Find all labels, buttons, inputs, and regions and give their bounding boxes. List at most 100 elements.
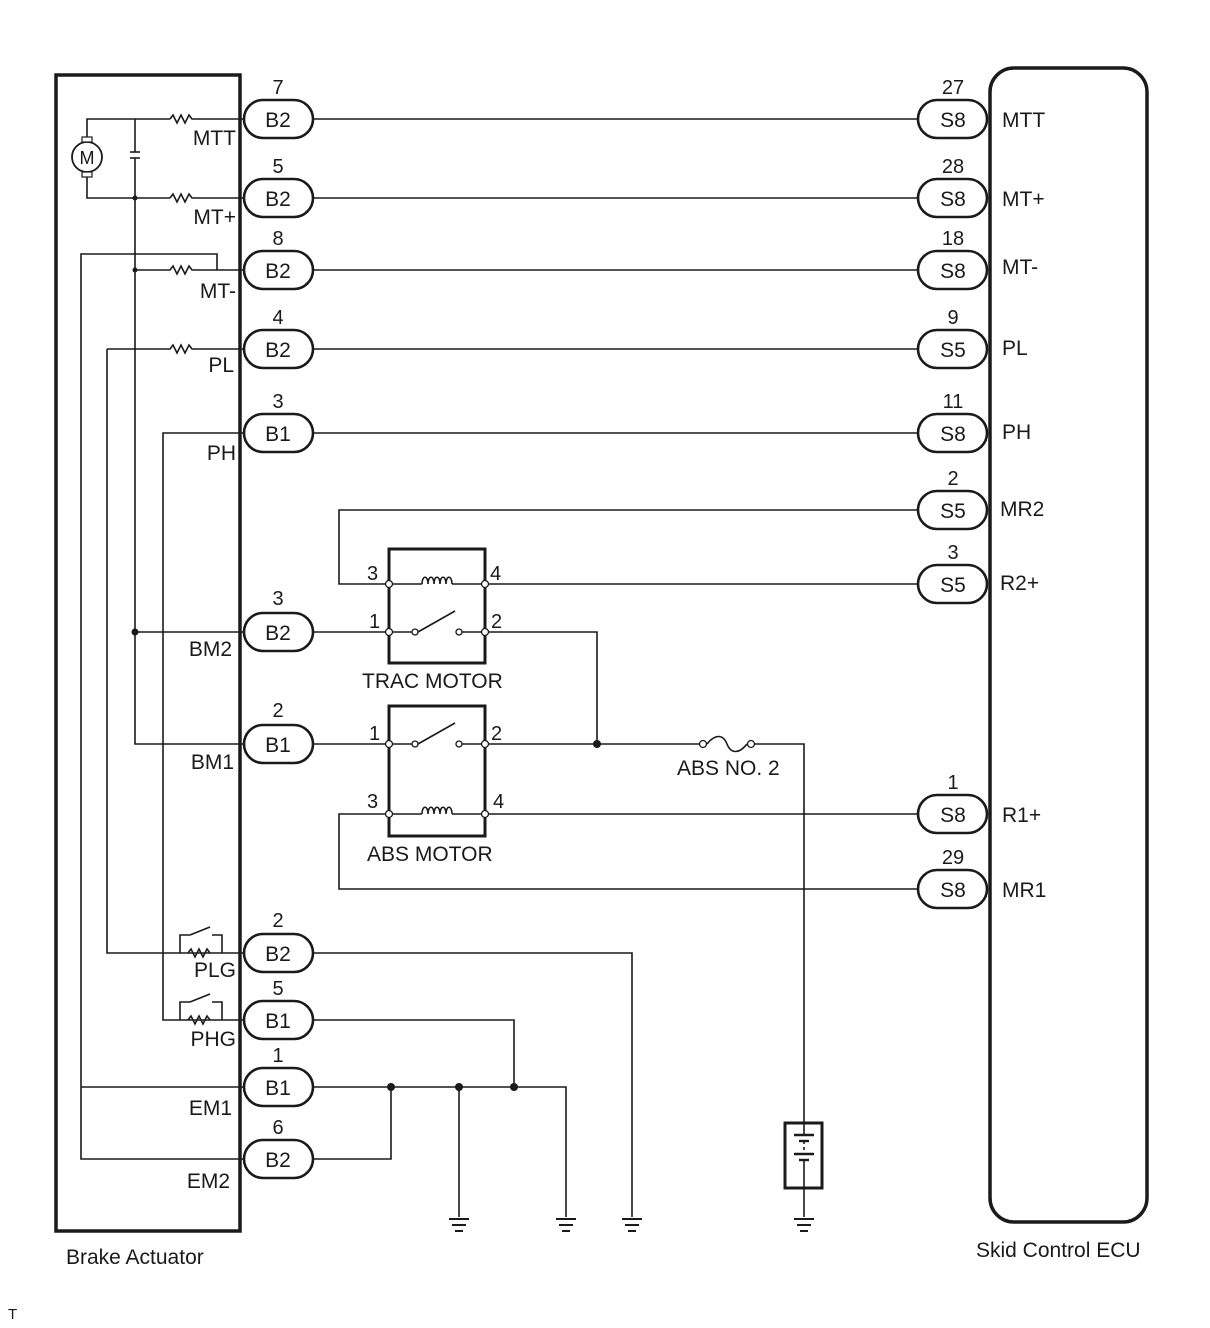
- actuator-connector: B2 2 PLG: [194, 910, 315, 982]
- connector-pin: 3: [272, 391, 283, 413]
- connector-pin: 27: [942, 77, 964, 99]
- connector-code: B2: [265, 943, 291, 966]
- trac-coil-in-pin: 3: [367, 563, 378, 585]
- terminal-label: R2+: [1000, 572, 1039, 595]
- connector-pin: 2: [272, 700, 283, 722]
- abs-coil-in-pin: 3: [367, 791, 378, 813]
- ecu-connector: S8 29 MR1: [916, 847, 1046, 910]
- actuator-connector: B1 5 PHG: [190, 978, 315, 1051]
- actuator-connector: B2 3 BM2: [189, 588, 315, 661]
- terminal-label: PL: [1002, 337, 1028, 360]
- terminal-label: BM1: [191, 751, 234, 774]
- connector-pin: 29: [942, 847, 964, 869]
- abs-motor-label: ABS MOTOR: [367, 843, 493, 866]
- connector-pin: 11: [943, 391, 964, 413]
- connector-code: B2: [265, 339, 291, 362]
- connector-code: S5: [940, 574, 966, 597]
- terminal-label: MT-: [200, 280, 236, 303]
- fuse-label: ABS NO. 2: [677, 757, 780, 780]
- actuator-internal-wiring: M: [71, 113, 244, 1160]
- ecu-connector: S8 1 R1+: [916, 772, 1041, 835]
- actuator-connector: B1 2 BM1: [191, 700, 315, 774]
- ecu-connector: S8 18 MT-: [916, 228, 1038, 291]
- terminal-label: PH: [207, 442, 236, 465]
- trac-motor-label: TRAC MOTOR: [362, 670, 503, 693]
- connector-code: S8: [940, 109, 966, 132]
- relay-switch-icon: [417, 722, 456, 745]
- connector-pin: 2: [947, 468, 958, 490]
- footer-mark: T: [8, 1306, 17, 1323]
- skid-control-ecu-box: [988, 66, 1149, 1224]
- abs-switch-in-pin: 1: [369, 723, 380, 745]
- connector-code: S8: [940, 260, 966, 283]
- terminal-label: PH: [1002, 421, 1031, 444]
- terminal-label: MTT: [1002, 109, 1045, 132]
- ecu-connector: S8 27 MTT: [916, 77, 1045, 140]
- trac-switch-in-pin: 1: [369, 611, 380, 633]
- motor-symbol-label: M: [80, 148, 95, 168]
- connector-pin: 18: [942, 228, 964, 250]
- connector-code: B1: [265, 734, 291, 757]
- ecu-connector: S8 11 PH: [916, 391, 1031, 454]
- terminal-label: MT-: [1002, 256, 1038, 279]
- terminal-label: MT+: [1002, 188, 1045, 211]
- terminal-label: PLG: [194, 959, 236, 982]
- abs-switch-out-pin: 2: [491, 723, 502, 745]
- ground-icon: [794, 1218, 814, 1232]
- connector-pin: 7: [272, 77, 283, 99]
- terminal-label: MR1: [1002, 879, 1046, 902]
- connector-code: B1: [265, 423, 291, 446]
- terminal-label: R1+: [1002, 804, 1041, 827]
- trac-coil-out-pin: 4: [490, 563, 501, 585]
- connector-code: B2: [265, 109, 291, 132]
- connector-code: S5: [940, 339, 966, 362]
- connector-code: S5: [940, 500, 966, 523]
- ecu-connector: S8 28 MT+: [916, 156, 1045, 219]
- actuator-connector: B2 8 MT-: [200, 228, 315, 303]
- actuator-connector: B2 5 MT+: [193, 156, 315, 229]
- actuator-connector: B2 6 EM2: [187, 1117, 315, 1193]
- connector-code: B2: [265, 260, 291, 283]
- trac-motor-relay: 3 4 1 2 TRAC MOTOR: [362, 547, 503, 693]
- terminal-label: PHG: [190, 1028, 236, 1051]
- connector-pin: 5: [272, 978, 283, 1000]
- connector-code: B2: [265, 1149, 291, 1172]
- ground-icon: [449, 1218, 469, 1232]
- connector-code: B2: [265, 188, 291, 211]
- relay-switch-icon: [417, 610, 456, 633]
- abs-coil-out-pin: 4: [493, 791, 504, 813]
- connector-pin: 3: [272, 588, 283, 610]
- relay-coil-icon: [421, 576, 453, 585]
- connector-code: S8: [940, 879, 966, 902]
- connector-pin: 4: [272, 307, 283, 329]
- relay-coil-icon: [421, 806, 453, 815]
- terminal-label: EM2: [187, 1170, 230, 1193]
- connector-code: S8: [940, 804, 966, 827]
- actuator-connector: B2 7 MTT: [193, 77, 315, 150]
- connector-pin: 5: [272, 156, 283, 178]
- terminal-label: EM1: [189, 1097, 232, 1120]
- terminal-label: PL: [208, 354, 234, 377]
- connector-code: S8: [940, 423, 966, 446]
- connector-pin: 28: [942, 156, 964, 178]
- trac-switch-out-pin: 2: [491, 611, 502, 633]
- terminal-label: MT+: [193, 206, 236, 229]
- terminal-label: BM2: [189, 638, 232, 661]
- connector-pin: 9: [947, 307, 958, 329]
- harness-wiring: [313, 118, 920, 1217]
- connector-code: B1: [265, 1077, 291, 1100]
- actuator-connector: B1 3 PH: [207, 391, 315, 465]
- terminal-label: MTT: [193, 127, 236, 150]
- connector-code: B2: [265, 622, 291, 645]
- ecu-connector: S5 9 PL: [916, 307, 1028, 370]
- connector-pin: 2: [272, 910, 283, 932]
- brake-actuator-label: Brake Actuator: [66, 1246, 204, 1269]
- actuator-connector: B2 4 PL: [208, 307, 315, 377]
- connector-pin: 1: [272, 1045, 283, 1067]
- ground-icon: [556, 1218, 576, 1232]
- connector-code: B1: [265, 1010, 291, 1033]
- connector-pin: 3: [947, 542, 958, 564]
- skid-control-ecu-label: Skid Control ECU: [976, 1239, 1141, 1262]
- connector-pin: 8: [272, 228, 283, 250]
